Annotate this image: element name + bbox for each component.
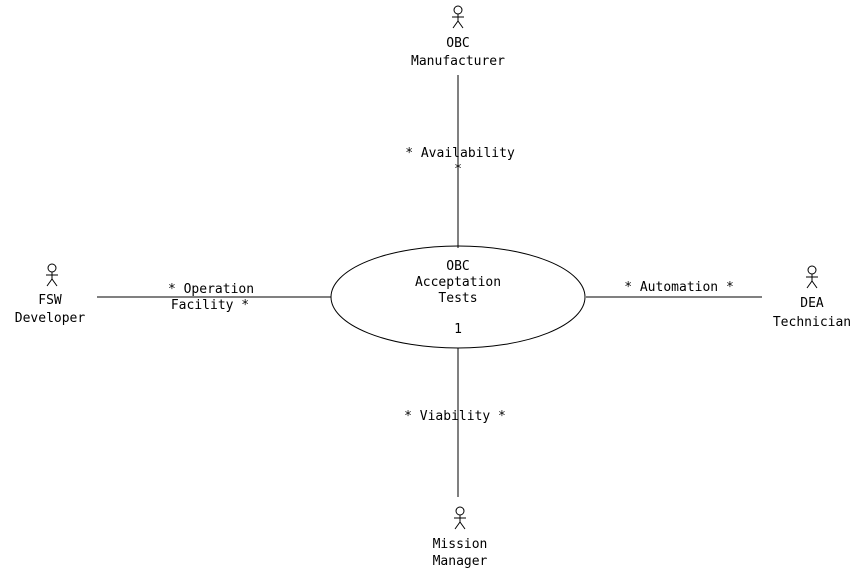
actor-figure-icon — [46, 263, 58, 287]
use-case-title-line3: Tests — [438, 291, 477, 306]
actor-figure-icon — [454, 506, 466, 530]
actor-name-line2: Manager — [433, 554, 488, 569]
actor-name-line2: Technician — [773, 315, 851, 330]
actor-name-line1: Mission — [433, 537, 488, 552]
actor-figure-icon — [452, 5, 464, 29]
use-case-ellipse — [330, 245, 586, 349]
use-case-obc-acceptation-tests[interactable]: OBC Acceptation Tests 1 — [330, 245, 586, 349]
use-case-title-line2: Acceptation — [415, 275, 501, 290]
actor-dea-technician[interactable]: DEA Technician — [773, 265, 851, 330]
actor-figure-icon — [806, 265, 818, 289]
actor-obc-manufacturer[interactable]: OBC Manufacturer — [411, 5, 505, 69]
association-label-bottom: * Viability * — [404, 409, 506, 424]
actor-name-line2: Manufacturer — [411, 54, 505, 69]
association-label-top-line2: * — [454, 162, 462, 177]
association-label-left-line2: Facility * — [171, 298, 249, 313]
actor-mission-manager[interactable]: Mission Manager — [433, 506, 488, 569]
use-case-title-line1: OBC — [446, 259, 469, 274]
actor-fsw-developer[interactable]: FSW Developer — [15, 263, 86, 326]
actor-name-line1: DEA — [800, 296, 824, 311]
association-label-right: * Automation * — [624, 280, 734, 295]
association-label-top-line1: * Availability — [405, 146, 515, 161]
actor-name-line1: FSW — [38, 293, 62, 308]
association-label-left-line1: * Operation — [168, 282, 254, 297]
use-case-multiplicity: 1 — [454, 322, 462, 337]
actor-name-line2: Developer — [15, 311, 86, 326]
actor-name-line1: OBC — [446, 36, 469, 51]
